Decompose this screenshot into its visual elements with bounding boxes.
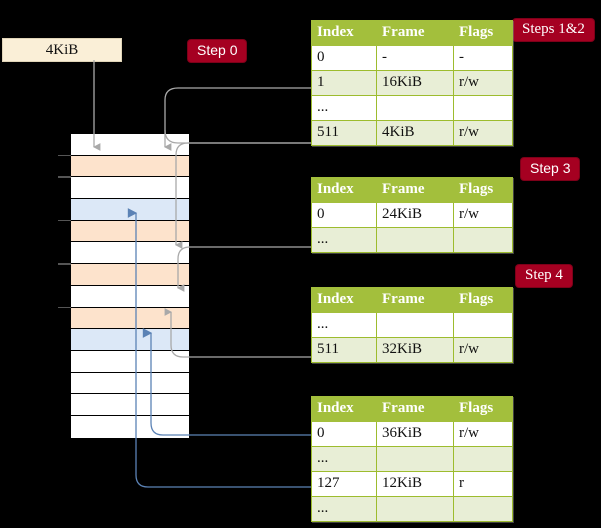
- table-cell-flags: r/w: [453, 421, 513, 447]
- table-cell-flags: r/w: [453, 337, 513, 363]
- column-header-index: Index: [311, 20, 377, 46]
- memory-frame-row: [71, 351, 189, 373]
- table-cell-index: ...: [311, 496, 377, 522]
- table-cell-flags: [453, 227, 513, 253]
- table-cell-flags: r/w: [453, 70, 513, 96]
- table-cell-index: ...: [311, 95, 377, 121]
- memory-frame-row: [71, 177, 189, 200]
- memory-frame-row: [71, 155, 189, 178]
- column-header-frame: Frame: [376, 287, 454, 313]
- table-cell-frame: [376, 446, 454, 472]
- step-badge-step0: Step 0: [188, 40, 247, 62]
- page-4kib-label: 4KiB: [45, 42, 79, 58]
- table-cell-flags: [453, 496, 513, 522]
- memory-frame-row: [71, 372, 189, 395]
- table-cell-flags: r: [453, 471, 513, 497]
- table-row: ...: [311, 446, 513, 472]
- table-cell-index: 511: [311, 120, 377, 146]
- memory-frame-row: [71, 134, 189, 156]
- memory-frame-row: [71, 264, 189, 286]
- table-cell-flags: [453, 95, 513, 121]
- table-cell-index: 0: [311, 45, 377, 71]
- physical-memory-column: [70, 133, 190, 438]
- column-header-flags: Flags: [453, 287, 513, 313]
- table-cell-flags: [453, 312, 513, 338]
- table-cell-flags: r/w: [453, 202, 513, 228]
- column-header-index: Index: [311, 396, 377, 422]
- table-row: ...: [311, 95, 513, 121]
- table-cell-index: 0: [311, 421, 377, 447]
- table-cell-index: ...: [311, 312, 377, 338]
- memory-frame-row: [71, 394, 189, 417]
- column-header-frame: Frame: [376, 396, 454, 422]
- memory-frame-row: [71, 199, 189, 221]
- memory-frame-tick: [58, 306, 71, 309]
- table-cell-frame: 12KiB: [376, 471, 454, 497]
- table-cell-flags: -: [453, 45, 513, 71]
- table-cell-frame: 4KiB: [376, 120, 454, 146]
- table-cell-flags: r/w: [453, 120, 513, 146]
- table-row: 0--: [311, 45, 513, 71]
- memory-frame-tick: [58, 154, 71, 157]
- column-header-frame: Frame: [376, 177, 454, 203]
- table-cell-frame: 16KiB: [376, 70, 454, 96]
- column-header-flags: Flags: [453, 396, 513, 422]
- table-row: ...: [311, 496, 513, 522]
- column-header-index: Index: [311, 287, 377, 313]
- table-cell-flags: [453, 446, 513, 472]
- step-badge-step4: Step 4: [516, 265, 572, 287]
- table-cell-index: 127: [311, 471, 377, 497]
- table-cell-frame: 36KiB: [376, 421, 454, 447]
- table-cell-frame: [376, 95, 454, 121]
- column-header-flags: Flags: [453, 177, 513, 203]
- table-cell-index: 1: [311, 70, 377, 96]
- memory-frame-row: [71, 285, 189, 308]
- table-cell-index: 511: [311, 337, 377, 363]
- memory-frame-row: [71, 307, 189, 330]
- memory-frame-row: [71, 242, 189, 265]
- page-4kib-box: 4KiB: [2, 38, 122, 62]
- table-cell-frame: -: [376, 45, 454, 71]
- step-badge-steps12: Steps 1&2: [513, 19, 594, 41]
- column-header-flags: Flags: [453, 20, 513, 46]
- table-cell-frame: 32KiB: [376, 337, 454, 363]
- table-cell-index: ...: [311, 446, 377, 472]
- table-cell-frame: 24KiB: [376, 202, 454, 228]
- table-cell-index: 0: [311, 202, 377, 228]
- column-header-index: Index: [311, 177, 377, 203]
- step-badge-step3: Step 3: [521, 158, 580, 180]
- memory-frame-tick: [58, 219, 71, 222]
- table-cell-index: ...: [311, 227, 377, 253]
- table-cell-frame: [376, 312, 454, 338]
- table-cell-frame: [376, 227, 454, 253]
- table-row: ...: [311, 227, 513, 253]
- memory-frame-row: [71, 220, 189, 243]
- memory-frame-tick: [58, 263, 71, 265]
- memory-frame-row: [71, 416, 189, 438]
- memory-frame-row: [71, 329, 189, 351]
- table-row: ...: [311, 312, 513, 338]
- column-header-frame: Frame: [376, 20, 454, 46]
- memory-frame-tick: [58, 176, 71, 178]
- table-cell-frame: [376, 496, 454, 522]
